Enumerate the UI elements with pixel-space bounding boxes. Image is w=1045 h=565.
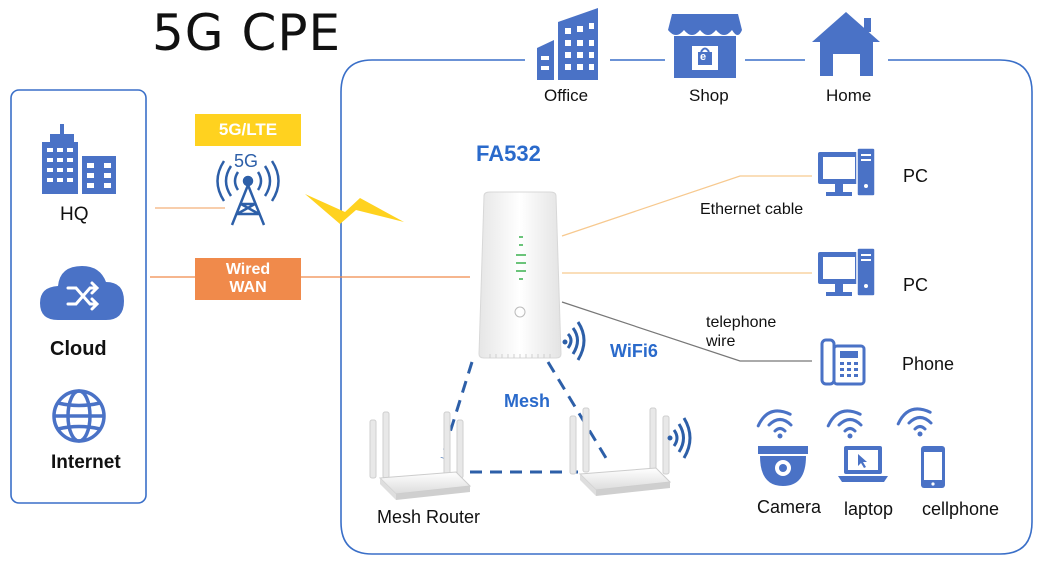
internet-label: Internet <box>51 452 121 473</box>
cellphone-wifi-icon <box>896 407 933 437</box>
pc-icon-1 <box>818 147 876 197</box>
shop-label: Shop <box>689 86 729 105</box>
camera-wifi-icon <box>756 409 793 439</box>
cellular-5g-lte-tag: 5G/LTE <box>195 114 301 146</box>
cell-tower-icon <box>216 160 280 226</box>
camera-label: Camera <box>757 497 822 517</box>
telephone-wire-line1: telephone <box>706 314 777 331</box>
laptop-label: laptop <box>844 499 894 519</box>
device-name-fa532: FA532 <box>476 141 541 166</box>
site-panel-frame <box>340 59 1033 555</box>
telephone-wire-line <box>561 301 812 362</box>
wired-wan-tag: Wired WAN <box>195 258 301 300</box>
mesh-router-label: Mesh Router <box>377 507 481 527</box>
ethernet-cable-label: Ethernet cable <box>700 201 804 218</box>
diagram-title: 5G CPE <box>152 4 342 62</box>
wifi6-signal-icon <box>562 321 586 361</box>
shop-storefront-icon <box>668 14 742 78</box>
pc-icon-2 <box>818 247 876 297</box>
shop-badge-text: e <box>700 51 707 63</box>
cloud-icon <box>40 266 124 320</box>
laptop-wifi-icon <box>826 409 863 439</box>
security-camera-icon <box>758 446 808 486</box>
home-label: Home <box>826 86 872 105</box>
ethernet-line-pc1 <box>561 175 812 237</box>
hq-buildings-icon <box>42 124 116 194</box>
phone-label: Phone <box>902 354 955 374</box>
wired-wan-line1: Wired <box>225 261 271 278</box>
cellphone-label: cellphone <box>922 499 1000 519</box>
mesh-label: Mesh <box>504 391 551 411</box>
wireless-bolt-icon <box>305 194 404 224</box>
mesh-link-right <box>546 361 608 459</box>
cellphone-icon <box>921 446 945 488</box>
hq-label: HQ <box>60 204 89 225</box>
cpe-device-fa532 <box>478 191 562 359</box>
office-building-icon <box>537 8 598 80</box>
pc1-label: PC <box>903 166 929 186</box>
mesh-router-right <box>569 407 672 496</box>
cloud-label: Cloud <box>50 338 107 360</box>
telephone-wire-line2: wire <box>706 333 736 350</box>
wifi6-label: WiFi6 <box>610 341 658 361</box>
laptop-icon <box>838 446 888 482</box>
wired-wan-line2: WAN <box>229 279 267 296</box>
pc2-label: PC <box>903 275 929 295</box>
enterprise-panel-frame <box>10 89 147 504</box>
telephone-wire-label: telephone wire <box>706 313 776 351</box>
mesh-router-left <box>369 411 472 500</box>
desk-phone-icon <box>820 338 866 386</box>
office-label: Office <box>544 86 589 105</box>
router-wifi-signal-icon <box>667 417 692 459</box>
home-icon <box>812 12 880 76</box>
tower-5g-label: 5G <box>234 151 259 171</box>
globe-icon <box>52 389 106 443</box>
